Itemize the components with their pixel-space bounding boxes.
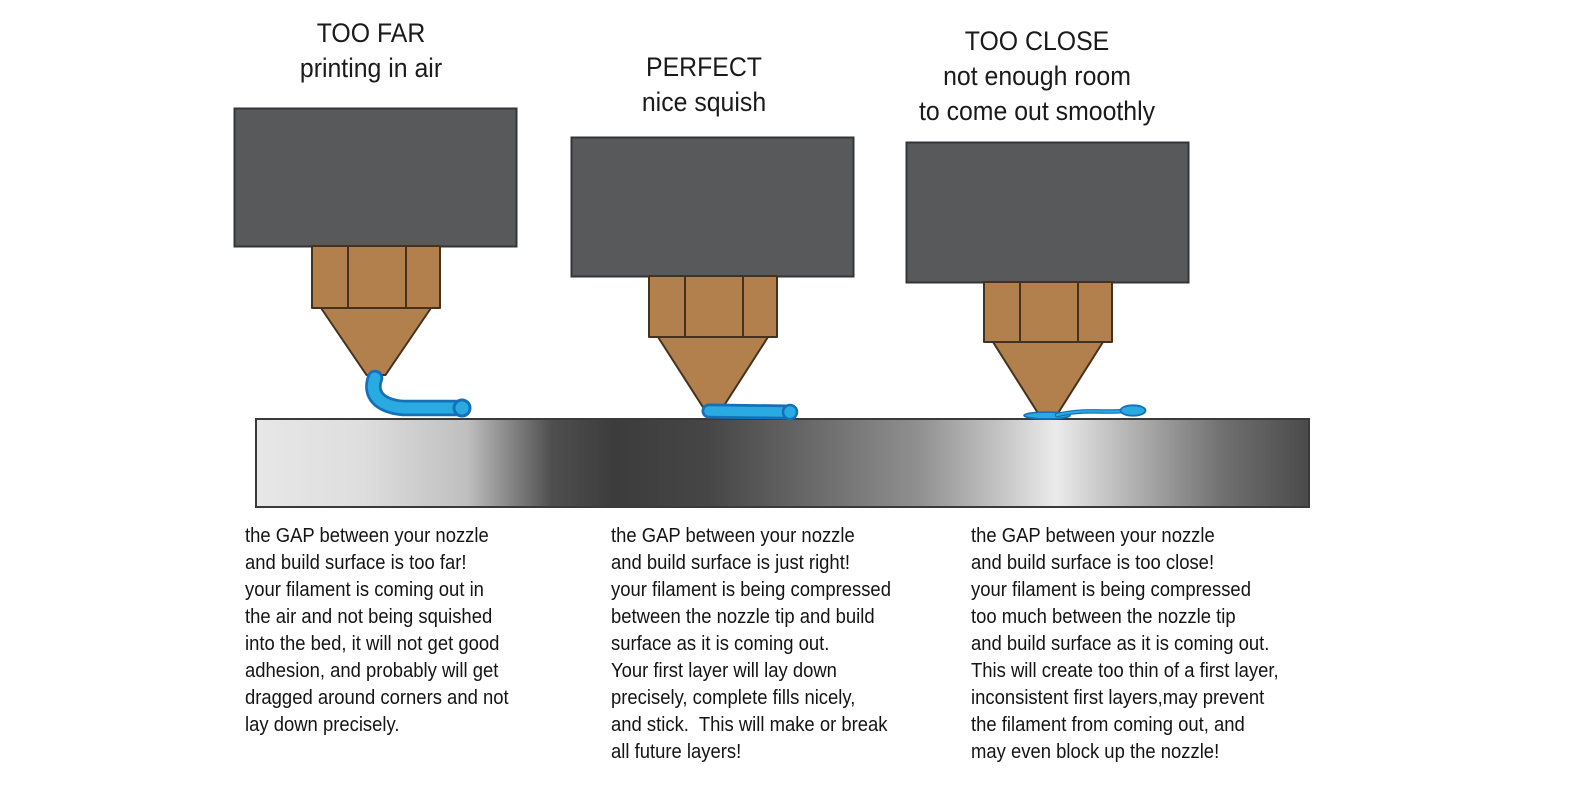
filament-end-cap (452, 398, 472, 418)
nozzle-nut (983, 281, 1113, 343)
nozzle-nut-facets (347, 246, 407, 308)
nozzle-cone (320, 307, 432, 376)
panel-description-too-far: the GAP between your nozzle and build su… (245, 524, 509, 736)
nozzle-nut-facets (1019, 282, 1079, 342)
panel-title-too-far: TOO FAR printing in air (299, 18, 443, 83)
heater-block (570, 136, 855, 278)
nozzle-diagram-perfect (570, 136, 855, 421)
filament-blob (1119, 404, 1147, 417)
nozzle-cone (657, 336, 769, 409)
filament-squished-bead (704, 406, 792, 417)
panel-description-too-close: the GAP between your nozzle and build su… (971, 524, 1279, 763)
panel-title-perfect: PERFECT nice squish (641, 52, 767, 117)
nozzle-nut-facets (684, 276, 744, 337)
heater-block (905, 141, 1190, 284)
nozzle-diagram-too-far (233, 107, 518, 418)
heater-block (233, 107, 518, 248)
filament-thin-layer (1055, 409, 1125, 417)
nozzle-cone (992, 341, 1104, 415)
filament-end-cap (781, 403, 799, 421)
nozzle-diagram-too-close (905, 141, 1190, 420)
panel-title-too-close: TOO CLOSE not enough room to come out sm… (918, 26, 1156, 126)
filament-curl-in-air (368, 372, 466, 414)
panel-description-perfect: the GAP between your nozzle and build su… (611, 524, 891, 763)
nozzle-nut (311, 245, 441, 309)
nozzle-nut (648, 275, 778, 338)
